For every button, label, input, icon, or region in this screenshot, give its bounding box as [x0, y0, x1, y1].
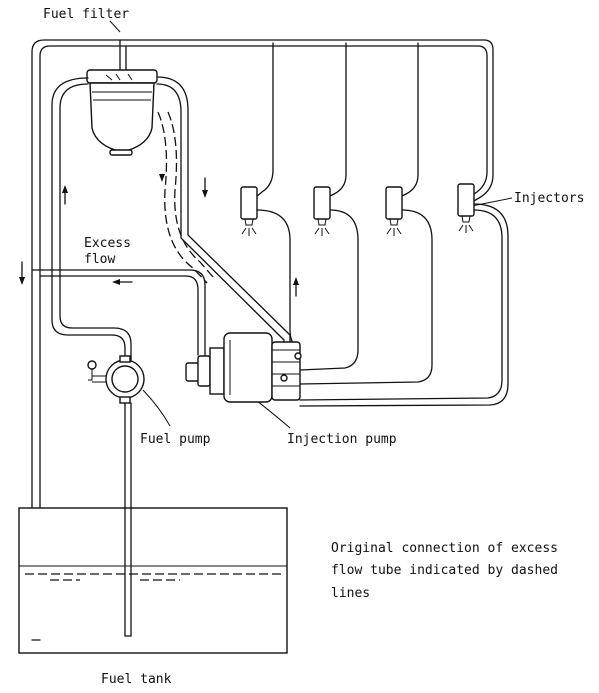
- label-fuel-filter: Fuel filter: [43, 7, 129, 22]
- injector-feed-4: [299, 209, 503, 401]
- label-flow: flow: [84, 252, 115, 267]
- note-line-2: flow tube indicated by dashed: [331, 563, 558, 578]
- excess-flow-line: [31, 269, 206, 356]
- injector-return-1: [255, 42, 274, 198]
- injector-feed-2: [299, 209, 359, 371]
- injector-feed-3: [299, 209, 433, 385]
- injector-1: [240, 186, 258, 236]
- label-injection-pump: Injection pump: [287, 432, 397, 447]
- flow-arrows: [19, 174, 299, 297]
- note-line-3: lines: [331, 586, 370, 601]
- fuel-filter: [86, 69, 158, 156]
- original-excess-tube-dashed: [167, 111, 215, 279]
- leader-fuel-filter: [109, 20, 121, 33]
- injector-3: [385, 186, 403, 236]
- injector-feed-4b: [299, 203, 509, 407]
- return-line-top-inner: [39, 45, 488, 641]
- label-fuel-tank: Fuel tank: [101, 672, 172, 687]
- label-injectors: Injectors: [514, 191, 584, 206]
- injection-pump: [185, 332, 302, 403]
- label-fuel-pump: Fuel pump: [140, 432, 211, 447]
- label-excess: Excess: [84, 236, 131, 251]
- excess-flow-line-b: [39, 275, 199, 356]
- filter-to-injection-pump-line-b: [156, 83, 285, 353]
- leader-fuel-pump: [142, 389, 171, 427]
- filter-to-injection-pump-line: [156, 76, 291, 351]
- filter-to-pump-line: [51, 77, 126, 361]
- note-line-1: Original connection of excess: [331, 541, 558, 556]
- injector-return-3: [399, 42, 419, 198]
- fuel-pump: [87, 355, 145, 404]
- injector-feed-1: [256, 209, 301, 349]
- return-line-top: [31, 39, 494, 641]
- filter-to-pump-line-inner: [59, 83, 132, 361]
- original-excess-tube-dashed-b: [157, 111, 208, 284]
- fuel-tank: [18, 507, 288, 654]
- injector-4: [457, 183, 475, 233]
- injector-return-2: [327, 42, 347, 198]
- injector-2: [313, 186, 331, 236]
